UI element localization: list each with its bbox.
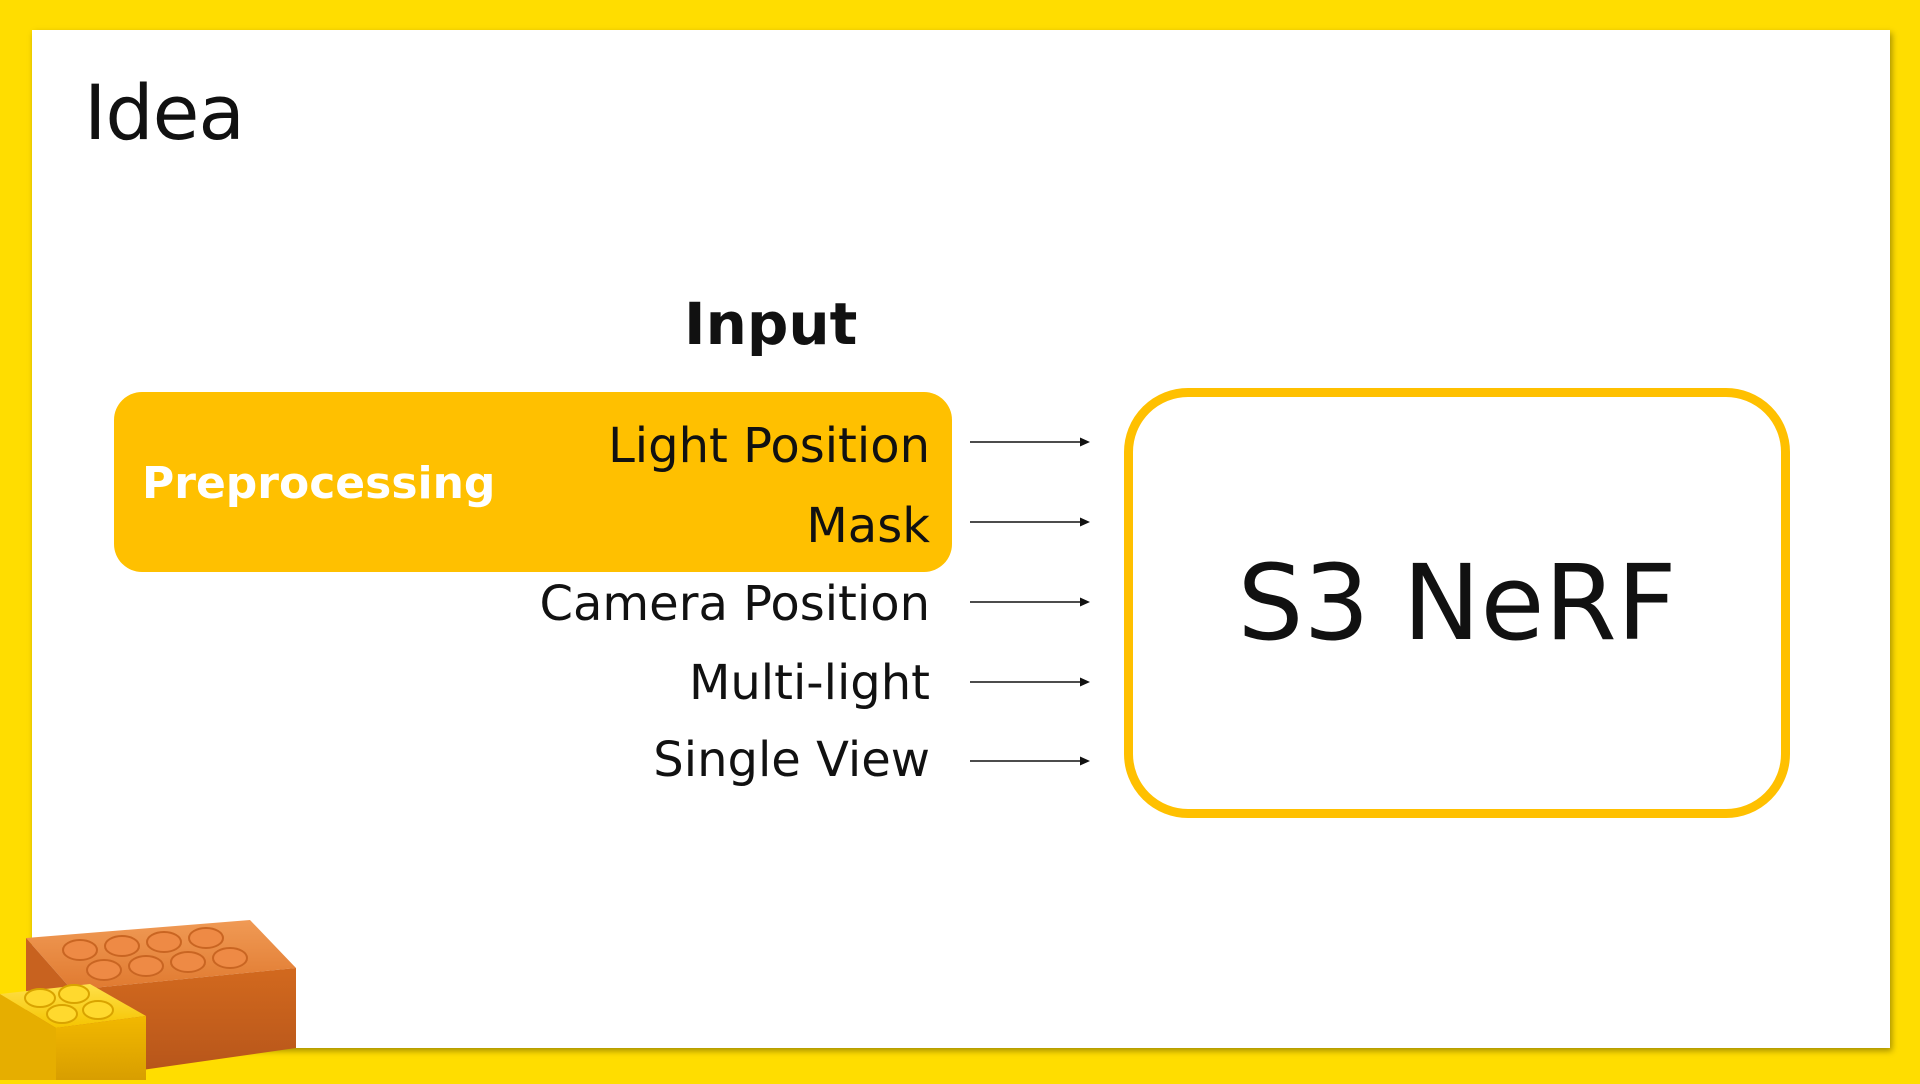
input-heading: Input xyxy=(684,290,858,358)
input-single-view: Single View xyxy=(653,732,930,788)
arrow-right-icon xyxy=(970,676,1090,688)
preprocessing-box xyxy=(114,392,952,572)
model-box: S3 NeRF xyxy=(1124,388,1790,818)
model-label: S3 NeRF xyxy=(1237,542,1677,664)
arrow-right-icon xyxy=(970,516,1090,528)
input-multi-light: Multi-light xyxy=(688,655,930,711)
arrow-right-icon xyxy=(970,596,1090,608)
input-light-position: Light Position xyxy=(608,418,930,474)
input-mask: Mask xyxy=(806,498,930,554)
input-camera-position: Camera Position xyxy=(539,576,930,632)
lego-bricks-icon xyxy=(0,898,310,1080)
arrow-right-icon xyxy=(970,755,1090,767)
arrow-right-icon xyxy=(970,436,1090,448)
preprocessing-label: Preprocessing xyxy=(142,458,496,509)
slide-title: Idea xyxy=(84,68,245,157)
